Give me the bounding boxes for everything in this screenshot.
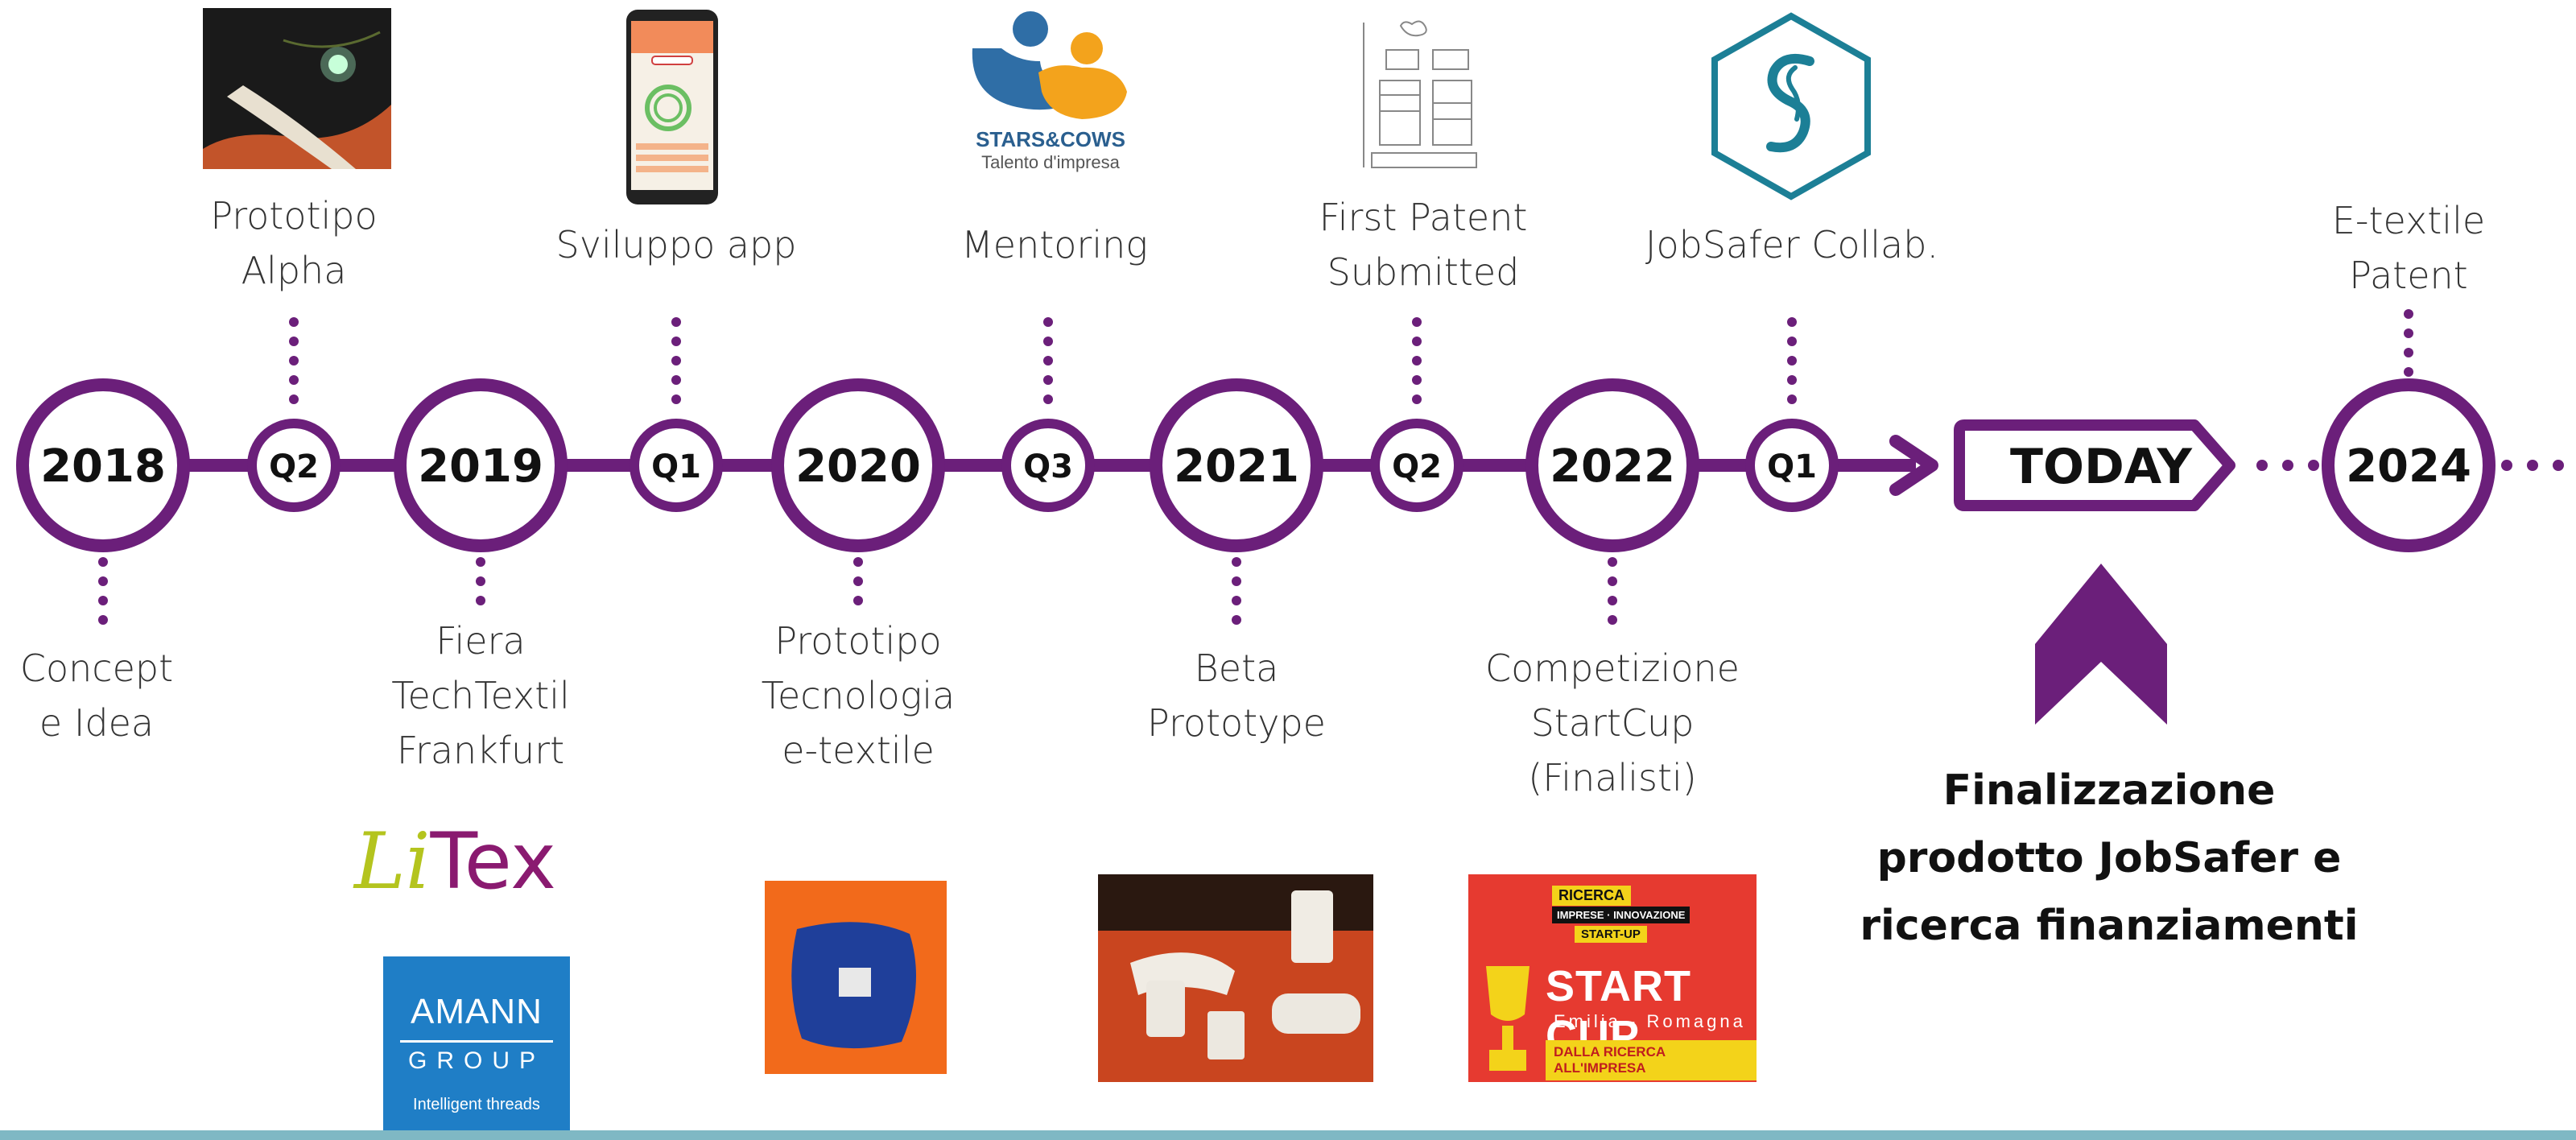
etextile-prototype-photo: [765, 881, 947, 1074]
node-label: Q1: [1767, 448, 1817, 485]
milestone-mentoring: Mentoring: [961, 223, 1148, 266]
litex-logo: LiTex: [354, 816, 556, 907]
milestone-concept: Concept e Idea: [19, 646, 174, 745]
node-label: Q3: [1023, 448, 1073, 485]
node-label: TODAY: [2010, 439, 2193, 495]
node-label: 2020: [795, 440, 921, 493]
node-label: 2024: [2346, 440, 2471, 493]
chevron-up-icon: [2035, 564, 2167, 725]
node-label: Q1: [651, 448, 701, 485]
node-q1-2022: Q1: [1745, 419, 1839, 512]
jobsafer-logo: [1707, 11, 1876, 201]
milestone-prototipo-tecnologia: Prototipo Tecnologia e-textile: [761, 619, 956, 772]
node-2019: 2019: [394, 378, 568, 552]
milestone-prototipo-alpha: Prototipo Alpha: [210, 194, 378, 292]
amann-group-logo: AMANN GROUP Intelligent threads: [383, 956, 570, 1140]
node-2018: 2018: [16, 378, 190, 552]
milestone-etextile-patent: E-textile Patent: [2331, 199, 2486, 297]
dotted-continuation: [2256, 460, 2564, 471]
milestone-first-patent: First Patent Submitted: [1319, 196, 1528, 294]
finalizzazione-text: Finalizzazione prodotto JobSafer e ricer…: [1860, 766, 2359, 950]
node-today: TODAY: [1954, 419, 2235, 511]
trophy-icon: [1486, 966, 1530, 1071]
node-q1-2019: Q1: [630, 419, 723, 512]
node-label: 2019: [418, 440, 543, 493]
node-q2-2021: Q2: [1370, 419, 1463, 512]
node-label: Q2: [1392, 448, 1442, 485]
prototipo-alpha-photo: [203, 8, 391, 169]
patent-drawing-image: [1356, 14, 1489, 172]
node-label: 2021: [1174, 440, 1299, 493]
milestone-competizione: Competizione StartCup (Finalisti): [1485, 646, 1740, 799]
timeline-arrow-icon: [1889, 435, 1938, 496]
node-q3-2020: Q3: [1001, 419, 1095, 512]
stars-and-cows-text: STARS&COWS Talento d'impresa: [976, 127, 1125, 172]
milestone-sviluppo-app: Sviluppo app: [555, 223, 797, 266]
milestone-beta: Beta Prototype: [1147, 646, 1326, 745]
node-label: 2022: [1550, 440, 1675, 493]
node-2020: 2020: [771, 378, 945, 552]
beta-prototype-photo: [1098, 874, 1373, 1082]
node-2024: 2024: [2322, 378, 2496, 552]
dotted-connectors: [98, 309, 2413, 625]
milestone-fiera: Fiera TechTextil Frankfurt: [391, 619, 570, 772]
stars-and-cows-logo: [961, 8, 1143, 126]
node-2021: 2021: [1150, 378, 1323, 552]
milestone-jobsafer: JobSafer Collab.: [1645, 223, 1939, 266]
node-label: 2018: [40, 440, 166, 493]
startcup-logo: RICERCA IMPRESE · INNOVAZIONE START-UP S…: [1468, 874, 1757, 1082]
node-2022: 2022: [1525, 378, 1699, 552]
node-q2-2018: Q2: [247, 419, 341, 512]
bottom-bar: [0, 1130, 2576, 1140]
node-label: Q2: [269, 448, 319, 485]
app-phone-image: [625, 8, 720, 206]
